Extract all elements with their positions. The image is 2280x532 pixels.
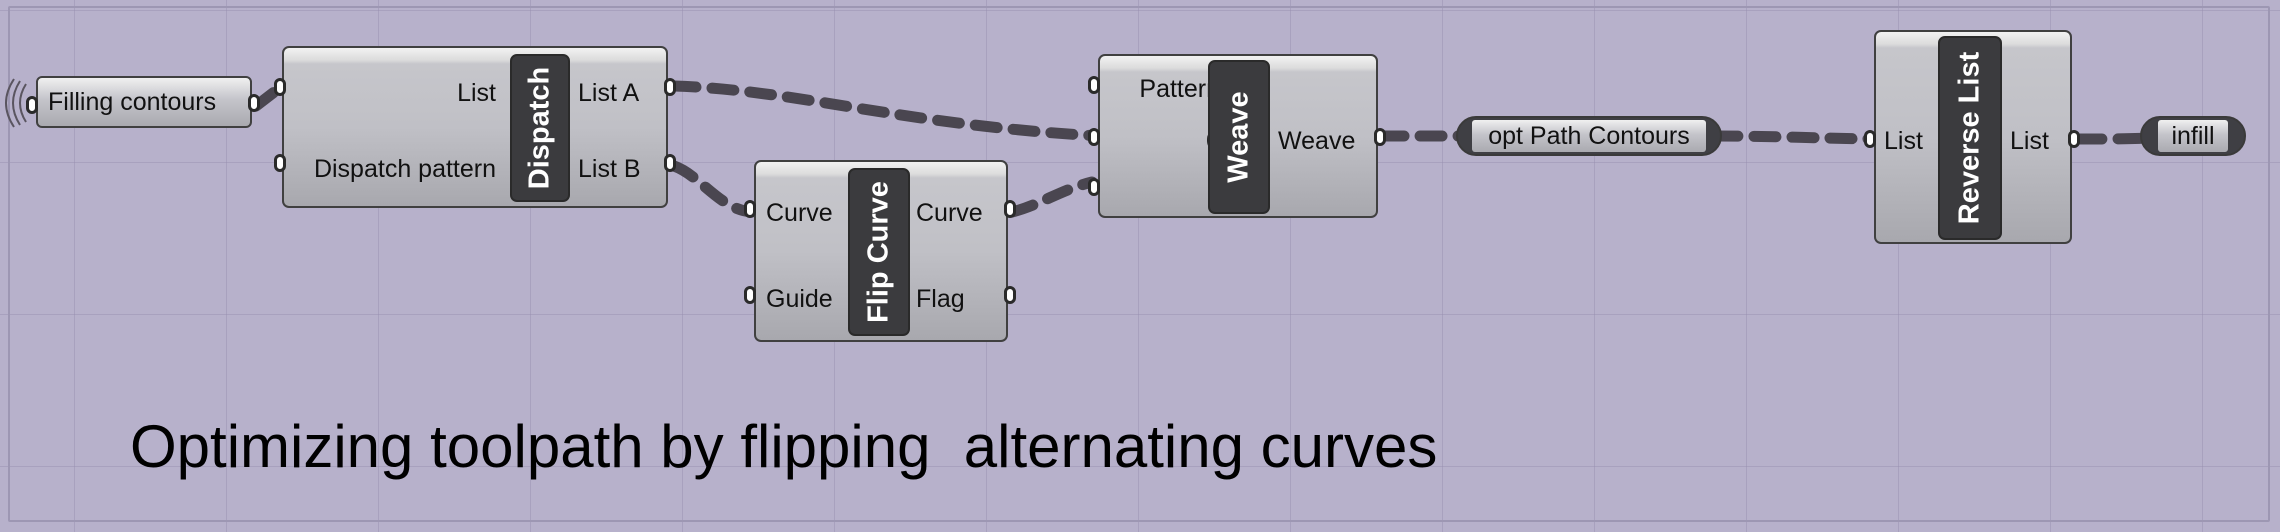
infill-label: infill [2158,120,2228,152]
reverse-list-title: Reverse List [1953,51,1986,225]
reverse-list-component[interactable]: List Reverse List List [1874,30,2072,244]
flip-curve-input-curve-label: Curve [766,199,833,227]
flip-curve-component[interactable]: Curve Guide Flip Curve Curve Flag [754,160,1008,342]
weave-title-bar: Weave [1208,60,1270,214]
weave-output-label: Weave [1278,127,1356,155]
wire-dispatch-listA-to-weave-0 [668,80,1106,142]
weave-1-input-port[interactable] [1088,178,1100,196]
weave-0-input-port[interactable] [1088,128,1100,146]
opt-path-contours-param[interactable]: opt Path Contours [1456,116,1722,156]
flip-curve-output-curve-label: Curve [916,199,983,227]
wire-optpath-to-reverselist [1710,130,1874,145]
wireless-indicator-icon [5,78,27,128]
weave-pattern-input-port[interactable] [1088,76,1100,94]
flip-curve-flag-output-port[interactable] [1004,286,1016,304]
dispatch-title-bar: Dispatch [510,54,570,202]
dispatch-component[interactable]: List Dispatch pattern Dispatch List A Li… [282,46,668,208]
dispatch-listA-output-port[interactable] [664,78,676,96]
flip-curve-input-guide-label: Guide [766,285,833,313]
filling-contours-param[interactable]: Filling contours [36,76,252,128]
reverse-list-output-port[interactable] [2068,130,2080,148]
filling-contours-label: Filling contours [48,88,217,116]
reverse-list-output-label: List [2010,127,2049,155]
flip-curve-title-bar: Flip Curve [848,168,910,336]
canvas-caption: Optimizing toolpath by flipping alternat… [130,413,1438,480]
flip-curve-title: Flip Curve [862,181,895,323]
dispatch-pattern-input-port[interactable] [274,154,286,172]
dispatch-output-listA-label: List A [578,79,640,107]
dispatch-input-list-label: List [457,79,496,107]
infill-param[interactable]: infill [2140,116,2246,156]
weave-input-pattern-label: Pattern [1139,75,1220,103]
filling-contours-input-port[interactable] [26,96,38,114]
flip-curve-output-flag-label: Flag [916,285,965,313]
flip-curve-curve-output-port[interactable] [1004,200,1016,218]
reverse-list-input-label: List [1884,127,1923,155]
wire-dispatch-listB-to-flipcurve [668,160,758,218]
reverse-list-input-port[interactable] [1864,130,1876,148]
flip-curve-guide-input-port[interactable] [744,286,756,304]
dispatch-title: Dispatch [523,66,556,190]
dispatch-output-listB-label: List B [578,155,641,183]
dispatch-listB-output-port[interactable] [664,154,676,172]
weave-title: Weave [1222,91,1255,183]
flip-curve-curve-input-port[interactable] [744,200,756,218]
weave-output-port[interactable] [1374,128,1386,146]
dispatch-input-pattern-label: Dispatch pattern [313,155,496,183]
dispatch-list-input-port[interactable] [274,78,286,96]
group-border [8,6,2270,522]
wire-flipcurve-to-weave-1 [1006,176,1098,218]
weave-component[interactable]: Pattern 0 1 Weave Weave [1098,54,1378,218]
opt-path-contours-label: opt Path Contours [1472,120,1706,152]
filling-contours-output-port[interactable] [248,94,260,112]
reverse-list-title-bar: Reverse List [1938,36,2002,240]
